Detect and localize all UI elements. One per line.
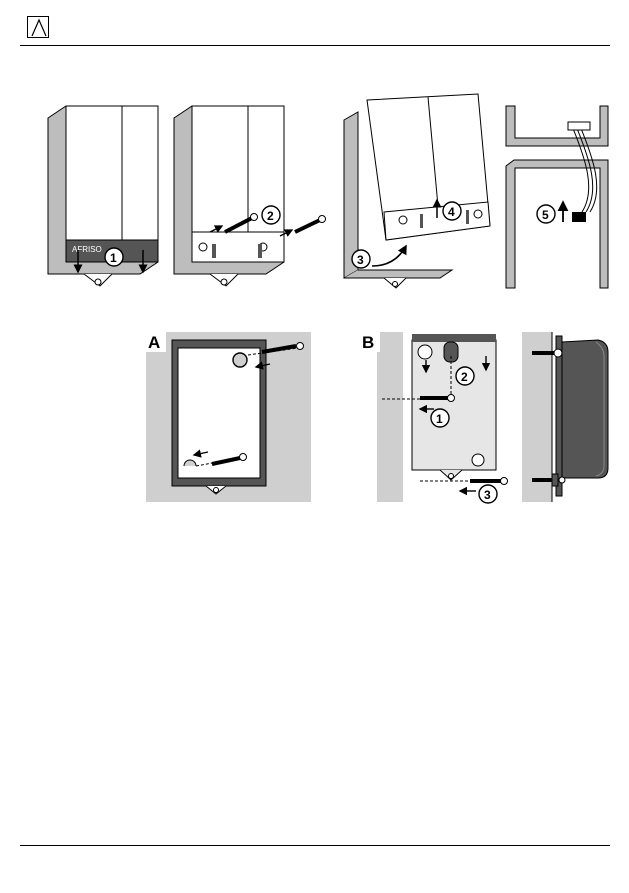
svg-text:2: 2	[267, 209, 274, 223]
svg-text:5: 5	[542, 208, 549, 222]
panel-b-letter: B	[362, 333, 374, 352]
panel-a-wall-mount: A	[146, 332, 311, 502]
footer-rule	[20, 845, 610, 846]
figure-unit-screws: 2	[174, 106, 326, 286]
svg-text:4: 4	[448, 205, 455, 219]
svg-text:1: 1	[436, 412, 443, 426]
svg-text:3: 3	[484, 488, 491, 502]
figure-opening-lid: 4 3	[344, 94, 490, 288]
svg-text:3: 3	[357, 253, 364, 267]
brand-label: AFRISO	[72, 245, 102, 254]
figure-side-view	[522, 332, 610, 502]
figure-ribbon-cable: 5	[506, 106, 608, 288]
figure-closed-unit: AFRISO 1	[48, 106, 158, 286]
panel-b-rear-bracket: 2 1 3 B	[362, 332, 509, 503]
panel-a-letter: A	[148, 333, 160, 352]
svg-text:1: 1	[110, 251, 117, 265]
svg-text:2: 2	[461, 370, 468, 384]
